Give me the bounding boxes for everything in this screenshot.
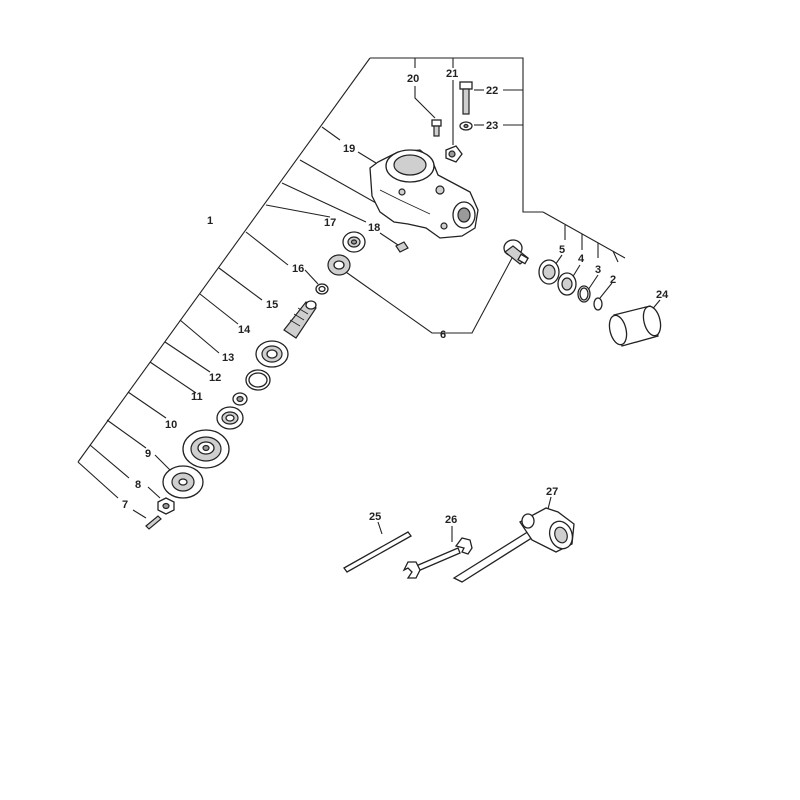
ball-bearing-part: [255, 340, 289, 368]
spacer-part: [232, 392, 248, 406]
leader-lines: [77, 57, 661, 542]
tube-sleeve-part: [608, 305, 662, 347]
snap-ring-part-3: [577, 285, 591, 303]
second-bearing-part: [557, 272, 577, 296]
callout-23: 23: [486, 120, 498, 132]
callout-4: 4: [578, 253, 585, 265]
callout-10: 10: [165, 419, 177, 431]
bearing-part: [538, 259, 560, 285]
small-washer-part: [395, 241, 409, 253]
pinion-shaft-part: [503, 239, 529, 265]
callout-6: 6: [440, 329, 446, 341]
small-ring-part: [593, 297, 603, 311]
callout-numbers: 1 2 3 4 5 6 7 8 9 10 11 12 13 14 15 16 1…: [122, 68, 669, 526]
snap-ring-part: [315, 283, 329, 295]
parts: [145, 81, 662, 583]
callout-8: 8: [135, 479, 141, 491]
callout-11: 11: [191, 391, 203, 403]
bolt-part: [431, 119, 442, 137]
callout-20: 20: [407, 73, 419, 85]
callout-5: 5: [559, 244, 565, 256]
callout-14: 14: [238, 324, 251, 336]
callout-21: 21: [446, 68, 458, 80]
callout-16: 16: [292, 263, 304, 275]
hex-nut-part: [157, 497, 175, 515]
bevel-gear-part: [342, 231, 366, 253]
spindle-shaft-part: [283, 300, 317, 339]
circlip-part: [245, 369, 271, 391]
callout-3: 3: [595, 264, 601, 276]
callout-15: 15: [266, 299, 278, 311]
gear-housing-part: [369, 149, 479, 239]
locking-rod-tool: [343, 531, 412, 573]
callout-1: 1: [207, 215, 213, 227]
callout-26: 26: [445, 514, 457, 526]
callout-9: 9: [145, 448, 151, 460]
callout-2: 2: [610, 274, 616, 286]
callout-22: 22: [486, 85, 498, 97]
split-pin-part: [145, 515, 162, 530]
callout-19: 19: [343, 143, 355, 155]
callout-18: 18: [368, 222, 380, 234]
drive-gear-part: [327, 254, 351, 276]
callout-7: 7: [122, 499, 128, 511]
callout-12: 12: [209, 372, 221, 384]
washer-part: [459, 121, 473, 131]
thrust-plate-part: [182, 429, 230, 469]
callout-13: 13: [222, 352, 234, 364]
long-bolt-part: [459, 81, 473, 115]
callout-27: 27: [546, 486, 558, 498]
clamp-nut-part: [445, 145, 463, 163]
callout-25: 25: [369, 511, 381, 523]
oil-seal-part: [216, 406, 244, 430]
wrench-tool: [402, 537, 473, 579]
callout-24: 24: [656, 289, 669, 301]
combination-wrench-tool: [452, 507, 575, 583]
callout-17: 17: [324, 217, 336, 229]
retaining-disc-part: [162, 465, 204, 499]
